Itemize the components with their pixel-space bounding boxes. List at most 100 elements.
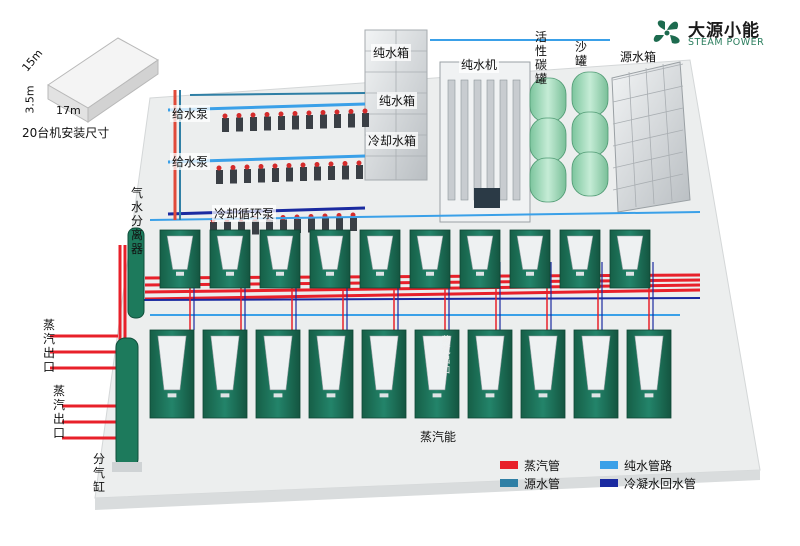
- pump-valve: [222, 113, 228, 119]
- boiler-unit-front: [573, 329, 619, 419]
- tank-seam: [612, 85, 684, 103]
- pump-valve: [314, 162, 320, 167]
- boiler-unit-front: [467, 329, 513, 419]
- boiler-window: [616, 235, 644, 270]
- source-water-tank: [611, 61, 691, 213]
- pipe-legend: 蒸汽管 纯水管路 源水管 冷凝水回水管: [500, 457, 730, 493]
- label-cooling-tank: 冷却水箱: [366, 132, 419, 149]
- boiler-window: [416, 235, 444, 270]
- boiler-badge: [176, 271, 184, 276]
- pump-valve: [278, 111, 284, 117]
- pure-water-machine-frame: [439, 61, 531, 223]
- pump-unit: [230, 169, 237, 184]
- boiler-unit-rear: [509, 229, 551, 289]
- label-pure-tank-1: 纯水箱: [371, 44, 412, 61]
- pump-unit: [224, 221, 231, 236]
- pump-unit: [306, 115, 313, 129]
- pump-unit: [328, 166, 335, 180]
- boiler-badge: [538, 393, 548, 398]
- filter-tank: [571, 151, 609, 197]
- pump-valve: [292, 111, 298, 116]
- pump-valve: [272, 163, 278, 169]
- label-pure-machine: 纯水机: [459, 56, 500, 73]
- boiler-unit-front: [414, 329, 460, 419]
- pump-valve: [362, 108, 368, 114]
- tank-seam: [628, 71, 637, 208]
- pump-valve: [236, 113, 242, 118]
- dimension-width: 17m: [56, 104, 81, 117]
- pump-unit: [252, 220, 259, 235]
- pump-valve: [320, 110, 326, 115]
- pump-unit: [236, 117, 243, 132]
- pump-unit: [250, 117, 257, 131]
- filter-tank: [529, 117, 567, 163]
- pump-unit: [286, 167, 293, 182]
- boiler-unit-rear: [409, 229, 451, 289]
- boiler-unit-rear: [309, 229, 351, 289]
- pump-valve: [264, 112, 270, 117]
- pump-unit: [216, 170, 223, 184]
- boiler-badge: [326, 271, 334, 276]
- logo-chinese-text: 大源小能: [688, 21, 760, 41]
- boiler-window: [466, 235, 494, 270]
- pump-valve: [328, 161, 334, 167]
- boiler-badge: [576, 271, 584, 276]
- pump-valve: [300, 162, 306, 168]
- pump-unit: [210, 222, 217, 236]
- pump-unit: [342, 165, 349, 180]
- label-manifold: 分气缸: [92, 452, 105, 494]
- legend-swatch: [500, 479, 518, 487]
- legend-swatch: [600, 461, 618, 469]
- membrane-housing: [486, 79, 495, 201]
- pump-unit: [238, 221, 245, 235]
- tank-seam: [612, 173, 684, 191]
- control-panel: [474, 188, 500, 208]
- filter-tank: [571, 71, 609, 117]
- boiler-window: [366, 235, 394, 270]
- tank-seam: [612, 129, 684, 147]
- pump-valve: [306, 110, 312, 116]
- pump-valve: [334, 109, 340, 115]
- boiler-unit-rear: [159, 229, 201, 289]
- dimension-title: 20台机安装尺寸: [22, 126, 110, 140]
- boiler-badge: [626, 271, 634, 276]
- tank-seam: [612, 63, 684, 81]
- tank-seam: [662, 63, 673, 202]
- pump-valve: [250, 112, 256, 118]
- pump-unit: [300, 167, 307, 181]
- pump-unit: [278, 116, 285, 130]
- pump-valve: [348, 109, 354, 114]
- legend-label: 蒸汽管: [524, 459, 561, 473]
- boiler-badge: [476, 271, 484, 276]
- boiler-window: [566, 235, 594, 270]
- boiler-badge: [379, 393, 389, 398]
- pump-unit: [348, 113, 355, 128]
- membrane-housing: [512, 79, 521, 201]
- source-water-pipe: [189, 92, 366, 96]
- boiler-unit-front: [308, 329, 354, 419]
- tank-seam: [612, 107, 684, 125]
- condensate-pipe: [139, 297, 701, 301]
- boiler-badge: [432, 393, 442, 398]
- boiler-window: [263, 335, 293, 391]
- pump-unit: [244, 169, 251, 183]
- dimension-height: 3.5m: [23, 85, 37, 114]
- logo-english-text: STEAM POWER: [688, 37, 765, 48]
- tank-seam: [612, 151, 684, 169]
- boiler-window: [210, 335, 240, 391]
- boiler-unit-rear: [259, 229, 301, 289]
- boiler-badge: [644, 393, 654, 398]
- pump-unit: [272, 168, 279, 182]
- tank-seam: [645, 67, 655, 205]
- pump-valve: [286, 163, 292, 168]
- boiler-unit-rear: [459, 229, 501, 289]
- boiler-window: [316, 335, 346, 391]
- pump-valve: [244, 164, 250, 170]
- turbine-fan-icon: [653, 20, 680, 44]
- legend-label: 纯水管路: [624, 459, 673, 473]
- pump-unit: [320, 114, 327, 129]
- pump-unit: [264, 116, 271, 131]
- pump-unit: [314, 166, 321, 181]
